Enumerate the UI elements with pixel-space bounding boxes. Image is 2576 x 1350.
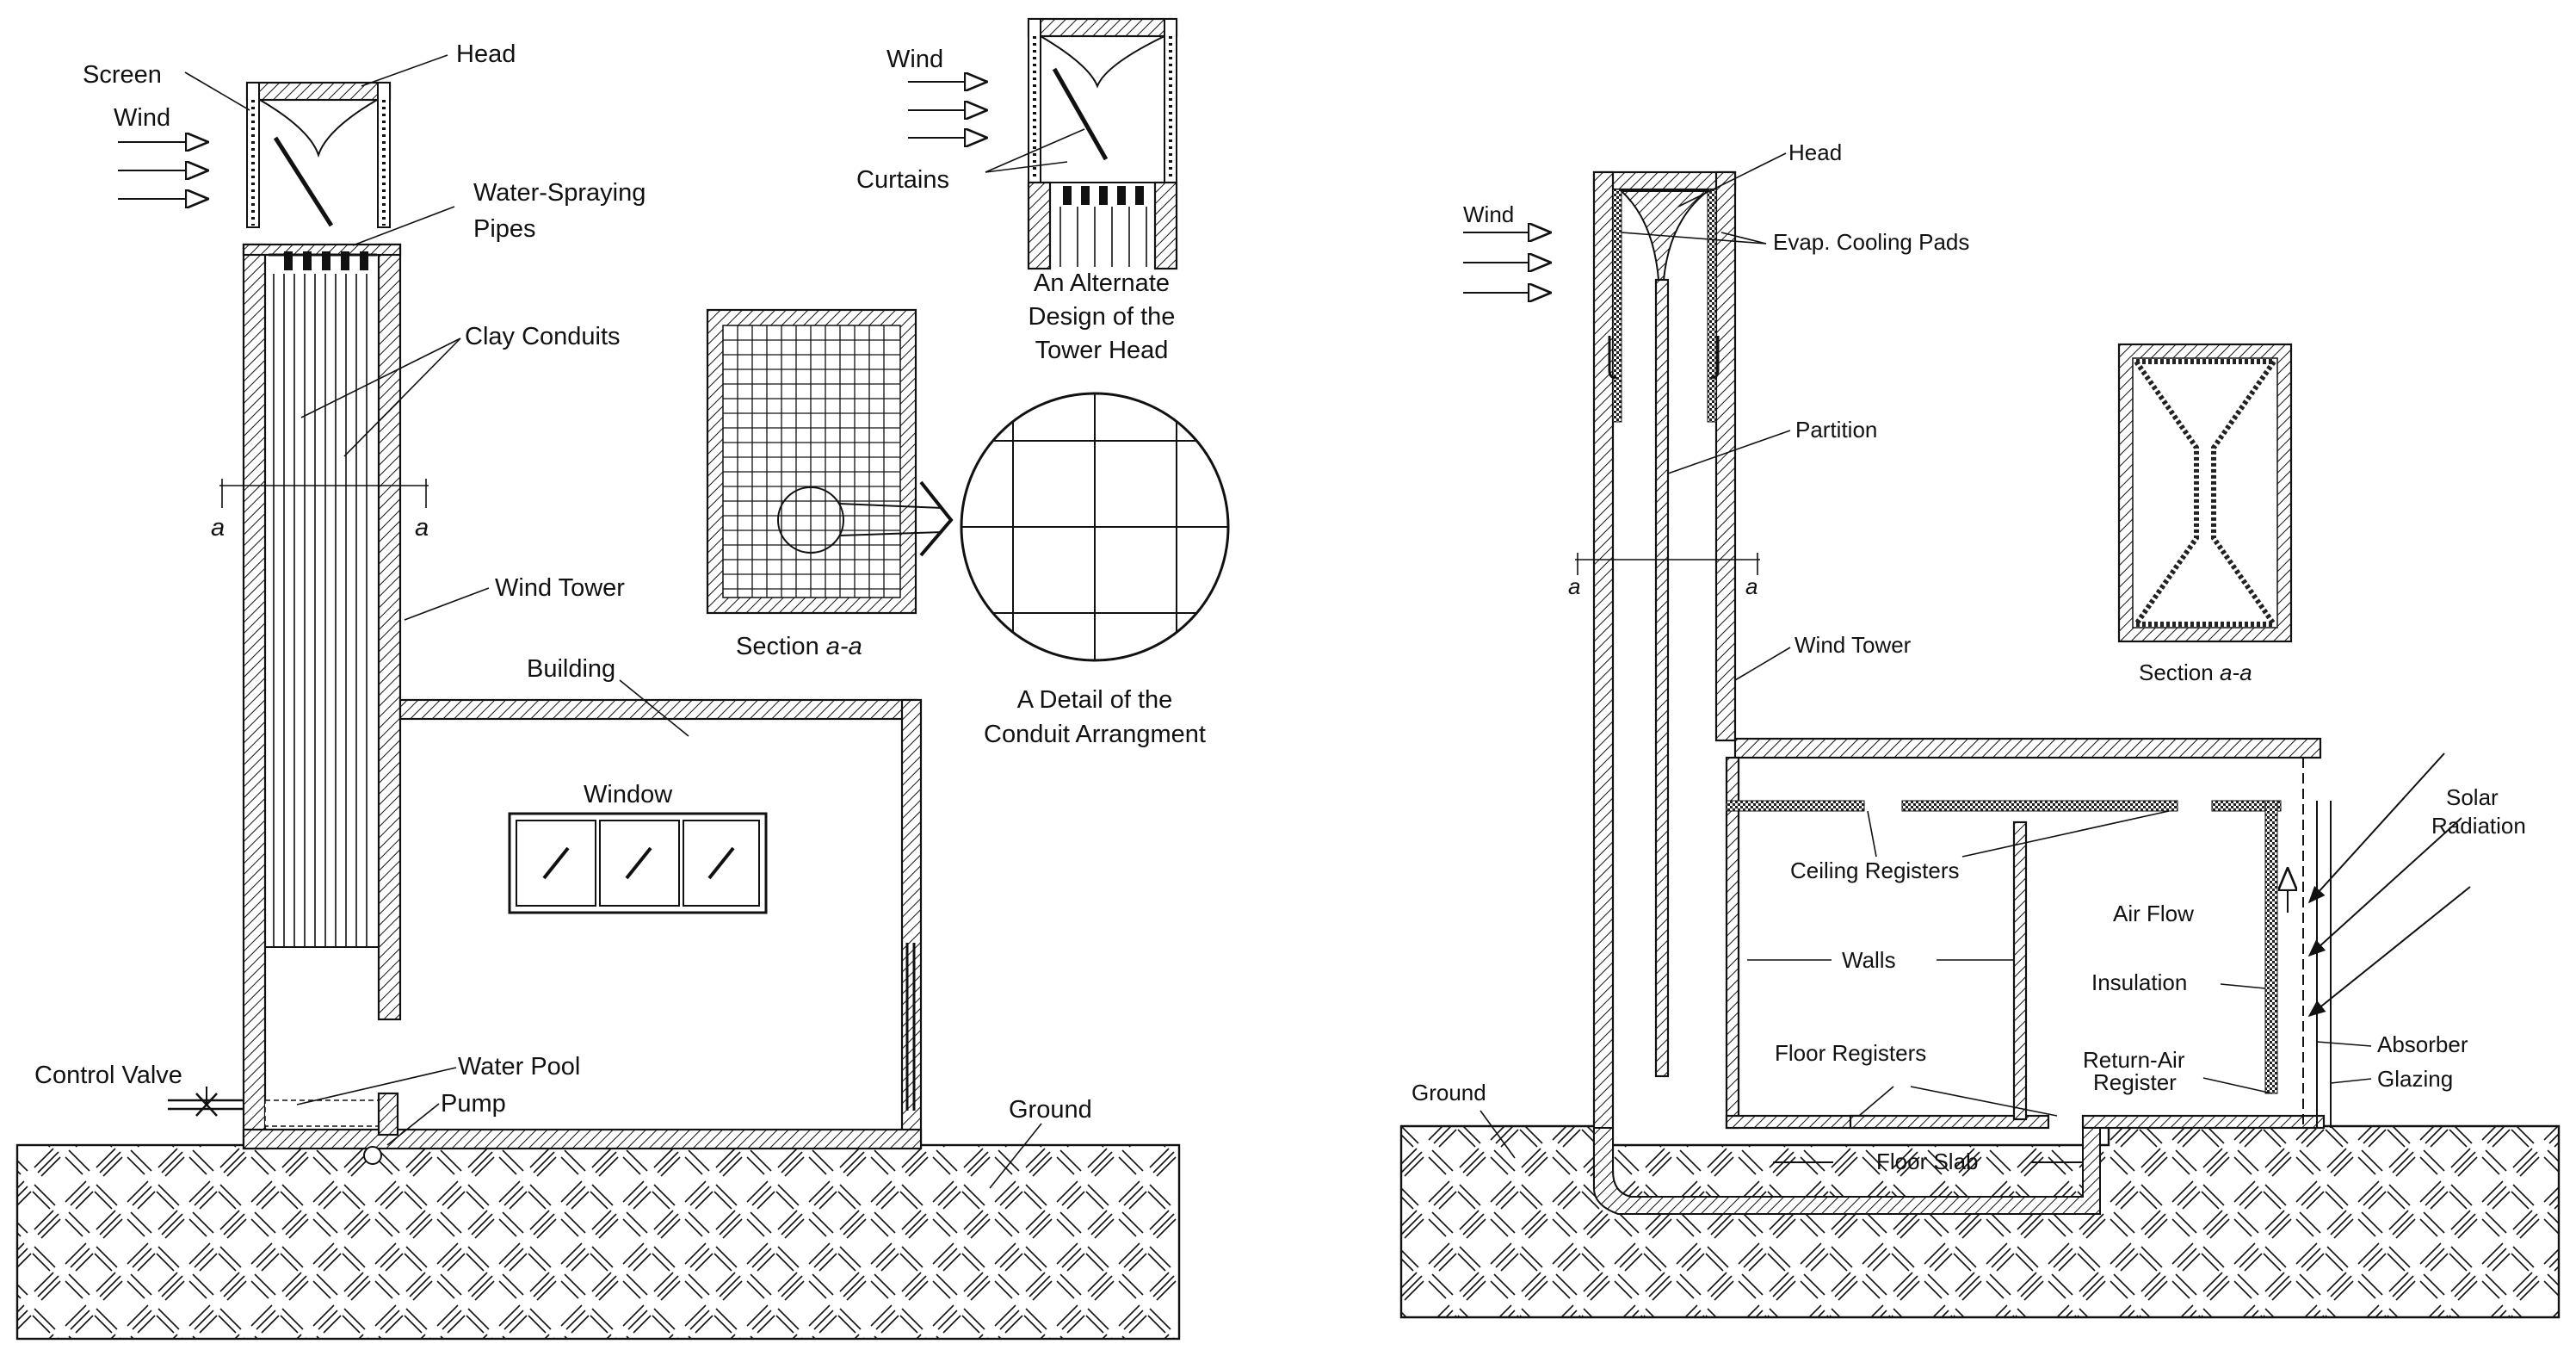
detail-caption-2: Conduit Arrangment — [984, 721, 1206, 748]
section-aa-grid — [706, 308, 954, 615]
r-label-register: Register — [2093, 1069, 2177, 1095]
label-window: Window — [584, 781, 673, 808]
wind-arrows-right — [1463, 232, 1549, 293]
label-a-left: a — [211, 514, 225, 542]
r-label-a-left: a — [1568, 573, 1580, 599]
tower-wall-left — [242, 243, 267, 1150]
detail-caption-1: A Detail of the — [1017, 686, 1173, 714]
r-label-wind-tower: Wind Tower — [1795, 632, 1912, 658]
left-drawing: Screen Head Wind Water-Spraying Pipes Cl… — [15, 17, 1230, 1341]
label-building: Building — [527, 655, 615, 683]
tower-head-left — [245, 81, 392, 228]
inset-label-wind: Wind — [886, 46, 943, 73]
label-wind-tower: Wind Tower — [495, 574, 625, 602]
r-label-ceiling-registers: Ceiling Registers — [1790, 858, 1960, 883]
section-caption-left: Section a-a — [736, 633, 862, 660]
r-label-walls: Walls — [1842, 947, 1896, 973]
r-label-floor-registers: Floor Registers — [1775, 1040, 1926, 1066]
label-clay-conduits: Clay Conduits — [465, 323, 621, 350]
detail-circle — [960, 392, 1230, 662]
r-label-absorber: Absorber — [2377, 1031, 2468, 1057]
label-pipes: Pipes — [473, 215, 536, 243]
r-label-partition: Partition — [1795, 417, 1877, 443]
r-label-wind: Wind — [1463, 201, 1514, 227]
label-head: Head — [456, 40, 516, 68]
label-wind: Wind — [114, 104, 170, 132]
label-a-right: a — [415, 514, 429, 542]
building-left — [242, 698, 923, 1150]
r-label-head: Head — [1788, 139, 1842, 165]
window-left — [508, 812, 768, 914]
r-label-radiation: Radiation — [2431, 813, 2526, 839]
label-water-spraying: Water-Spraying — [473, 179, 646, 207]
water-spraying-pipes — [269, 251, 377, 270]
tower-wall-right — [377, 243, 402, 1021]
ground-right — [1399, 1124, 2561, 1319]
clay-conduits — [265, 274, 379, 948]
r-label-return-air: Return-Air — [2083, 1047, 2185, 1073]
r-label-solar: Solar — [2446, 784, 2499, 810]
inset-alternate-head — [908, 17, 1178, 270]
tower-right — [1592, 170, 1737, 1190]
r-label-evap-pads: Evap. Cooling Pads — [1773, 229, 1969, 255]
leader-lines-right — [1480, 152, 2372, 1159]
r-label-floor-slab: Floor Slab — [1876, 1149, 1979, 1174]
label-ground: Ground — [1009, 1096, 1092, 1124]
solar-rays — [2307, 752, 2471, 1018]
wind-arrows-left — [118, 142, 207, 199]
r-section-caption: Section a-a — [2139, 660, 2252, 685]
ground-left — [15, 1143, 1181, 1341]
right-drawing: Head Wind Evap. Cooling Pads Partition a… — [1399, 139, 2561, 1319]
control-valve — [168, 1087, 244, 1117]
r-label-a-right: a — [1745, 573, 1757, 599]
r-label-air-flow: Air Flow — [2113, 901, 2194, 926]
inset-caption-3: Tower Head — [1035, 337, 1169, 364]
label-control-valve: Control Valve — [34, 1062, 182, 1089]
inset-caption-2: Design of the — [1029, 303, 1176, 331]
r-label-ground: Ground — [1412, 1080, 1486, 1105]
label-water-pool: Water Pool — [458, 1053, 580, 1081]
r-label-insulation: Insulation — [2091, 969, 2187, 995]
water-pool — [264, 1092, 399, 1165]
inset-label-curtains: Curtains — [856, 166, 949, 194]
label-pump: Pump — [441, 1090, 506, 1118]
section-aa-right — [2117, 343, 2293, 643]
r-label-glazing: Glazing — [2377, 1066, 2453, 1092]
leader-lines-left — [184, 54, 1042, 1189]
label-screen: Screen — [83, 61, 162, 89]
building-right — [1593, 737, 2332, 1215]
inset-caption-1: An Alternate — [1034, 269, 1170, 297]
